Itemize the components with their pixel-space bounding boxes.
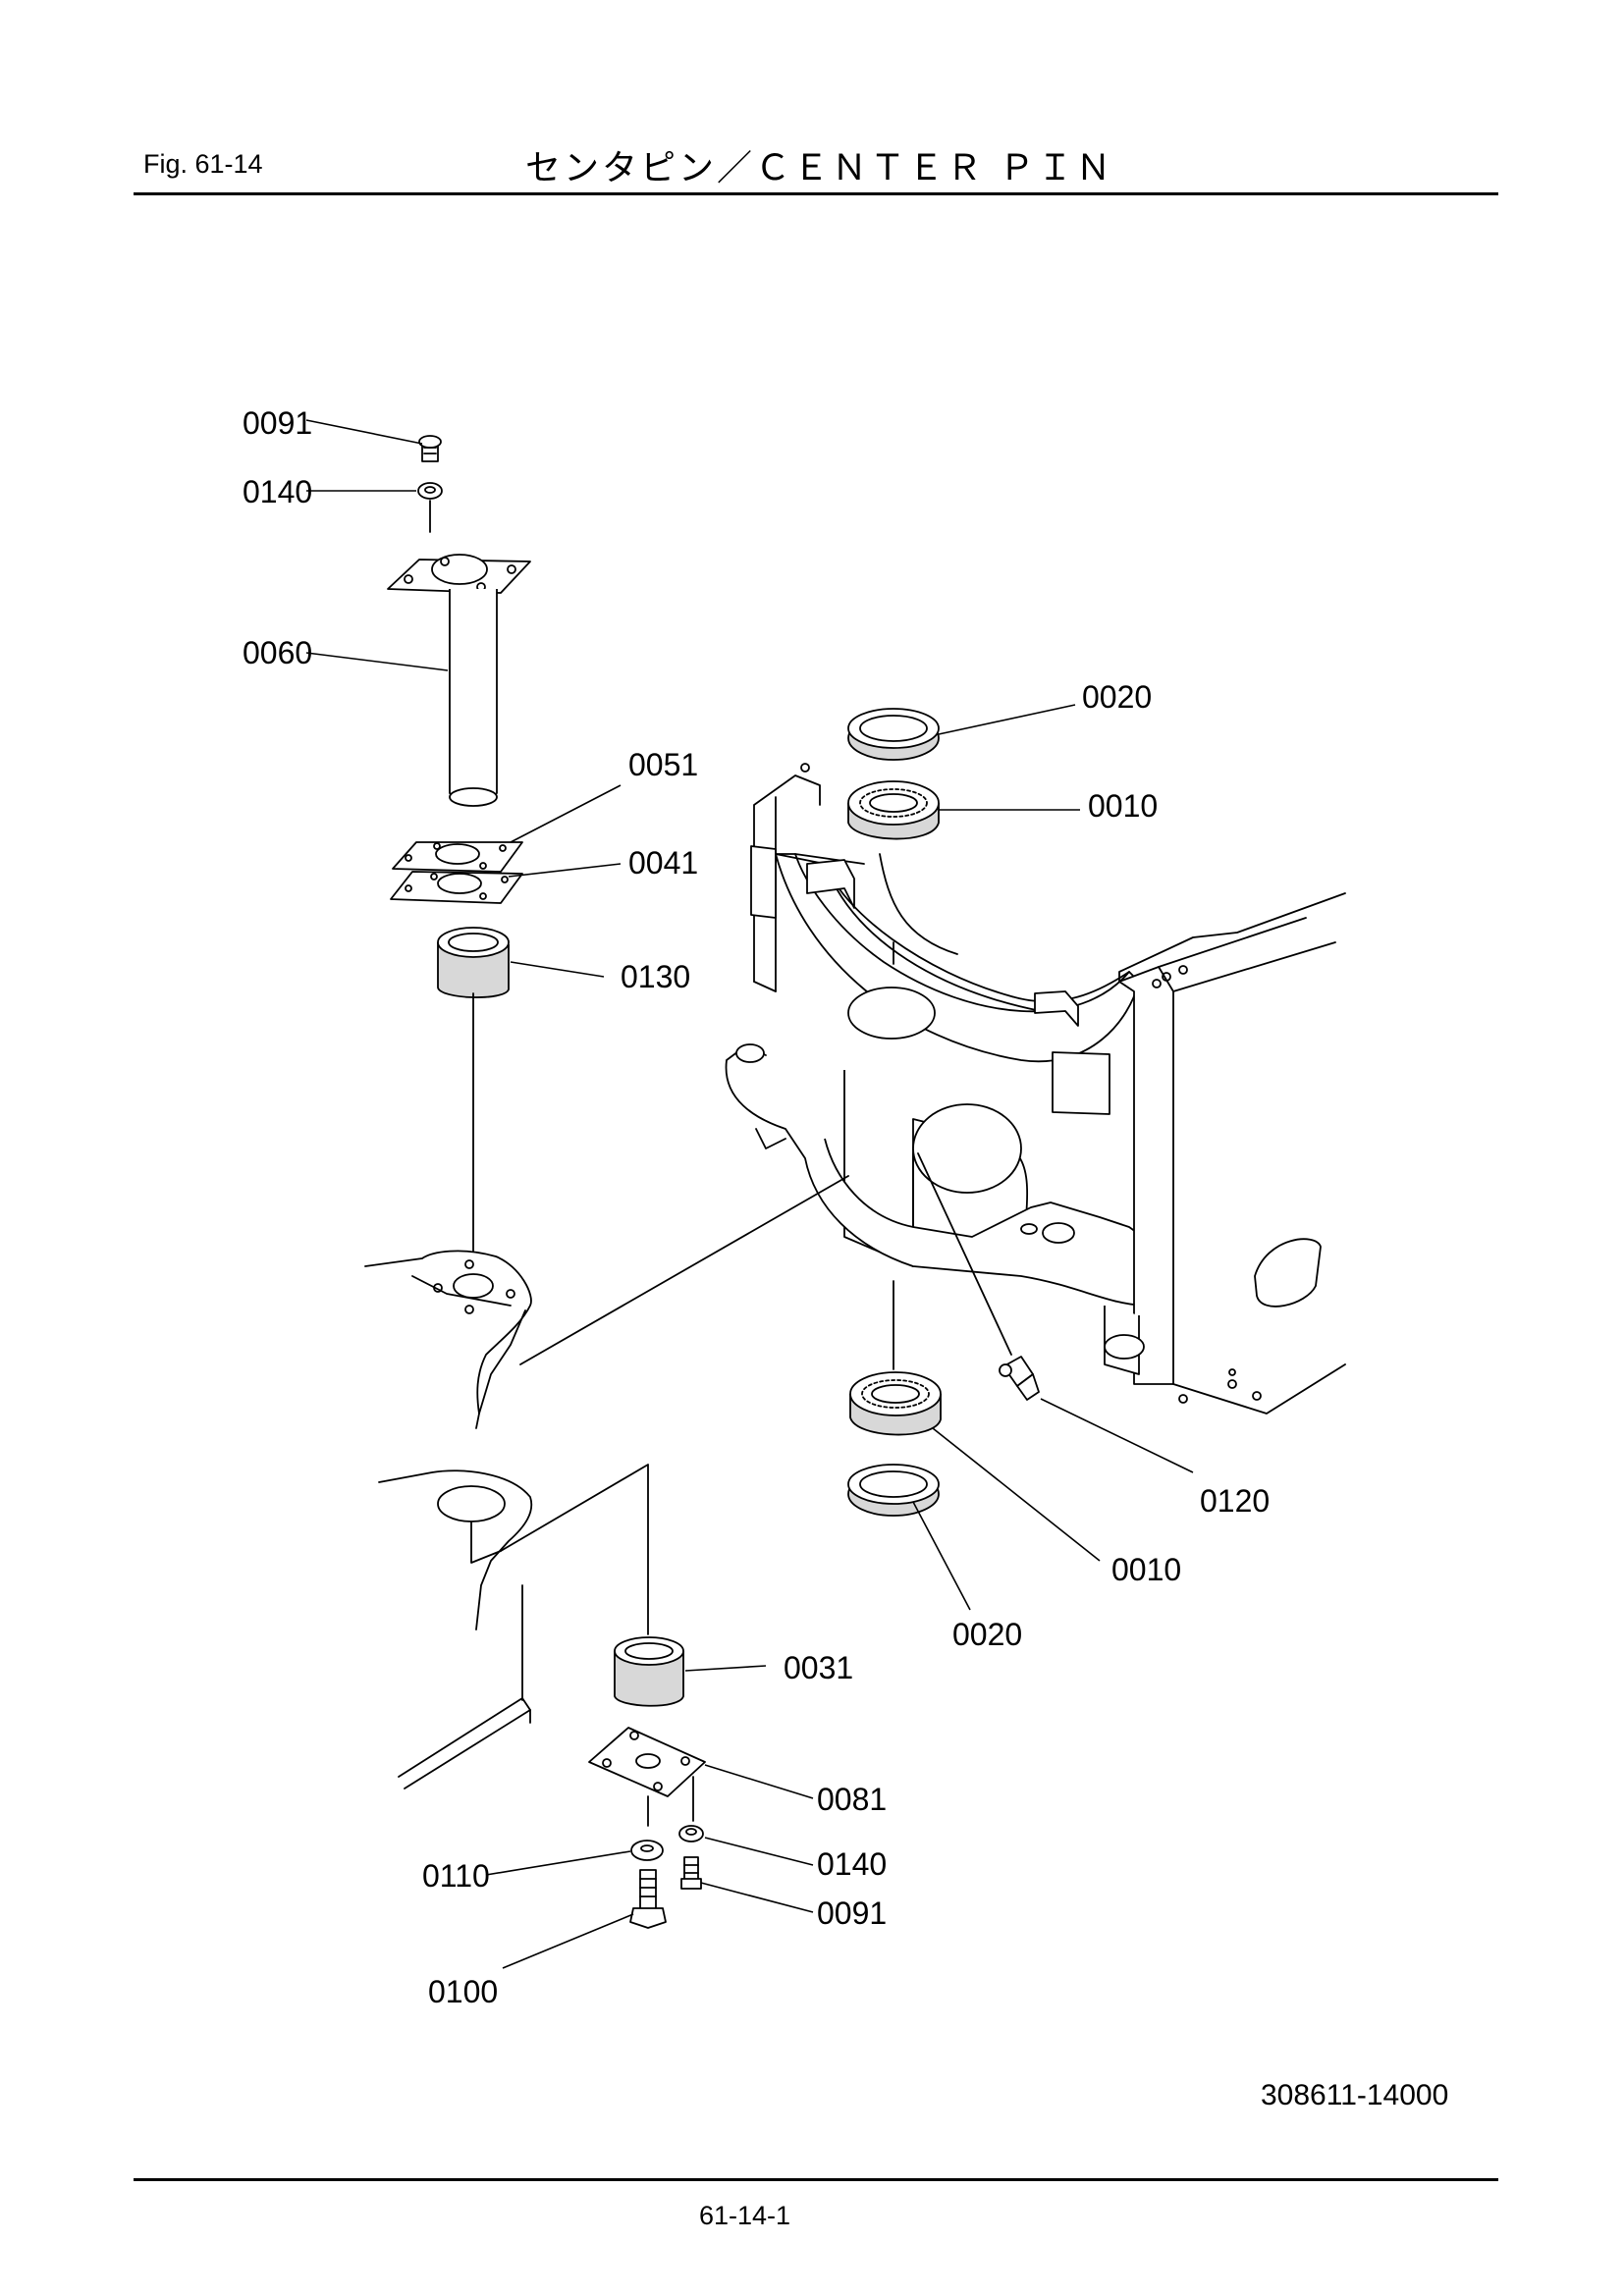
callout-0140-top: 0140 [243,474,312,509]
callout-0091-top: 0091 [243,405,312,441]
callout-0110: 0110 [422,1858,490,1894]
part-0100-bolt [629,1869,667,1929]
part-0091-top-bolt [418,435,442,462]
callout-0031: 0031 [784,1650,853,1685]
center-frame-drawing [725,763,1346,1415]
part-0010-bottom-bearing [849,1280,942,1436]
callout-0010-bottom: 0010 [1111,1552,1181,1587]
callout-0060: 0060 [243,635,312,670]
part-0051-shim-plate [392,841,523,873]
callout-0120: 0120 [1200,1483,1270,1519]
part-0060-center-pin [387,554,531,807]
part-0130-bushing [437,927,510,1253]
part-0081-plate [588,1727,706,1827]
page-title: センタピン／ＣＥＮＴＥＲ ＰＩＮ [525,148,1114,188]
callout-0020-top: 0020 [1082,679,1152,715]
callout-0140-bottom: 0140 [817,1846,887,1882]
part-0110-washer [630,1840,664,1861]
callout-0020-bottom: 0020 [952,1617,1022,1652]
part-0120-grease-nipple [917,1152,1040,1401]
callout-0081: 0081 [817,1782,887,1817]
callout-0100: 0100 [428,1974,498,2009]
part-0091-bottom-bolt [680,1856,702,1890]
callout-0051: 0051 [628,747,698,782]
header-rule [134,192,1498,195]
part-0140-top-washer [417,482,443,533]
callout-0130: 0130 [621,959,690,994]
leader-lines [305,419,1194,1969]
page-number: 61-14-1 [699,2201,791,2230]
part-0041-shim-plate [390,871,523,904]
chassis-bracket-lower [378,1464,649,1789]
figure-label: Fig. 61-14 [143,149,263,179]
drawing-number: 308611-14000 [1261,2079,1449,2111]
chassis-bracket-upper [364,1175,849,1429]
part-0031-bushing [614,1636,684,1707]
callout-0041: 0041 [628,845,698,881]
callout-0010-top: 0010 [1088,788,1158,824]
callout-labels: 0091 0140 0060 0020 0051 0010 0041 0130 … [243,405,1270,2009]
footer-rule [134,2178,1498,2181]
part-0010-top-bearing [847,780,958,965]
part-0020-bottom-seal [847,1464,940,1517]
callout-0091-bottom: 0091 [817,1896,887,1931]
part-0140-bottom-washer [678,1825,704,1842]
part-0020-top-seal [847,708,940,761]
